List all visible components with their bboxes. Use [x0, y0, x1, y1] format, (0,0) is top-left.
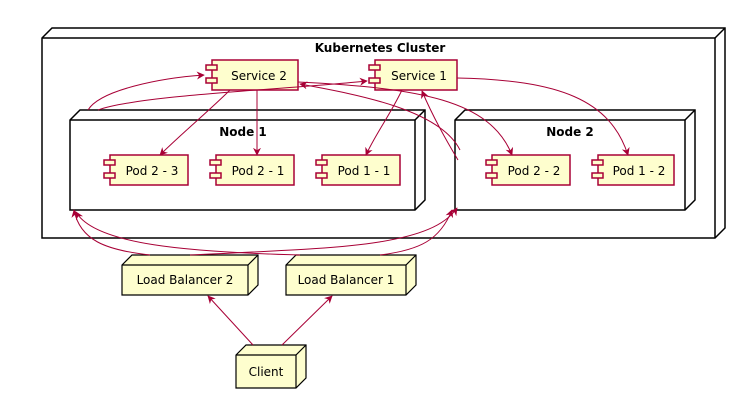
edge-node2-service1: [421, 90, 459, 161]
edge-node2-service2: [299, 81, 461, 151]
pod-2-1-label: Pod 2 - 1: [232, 164, 285, 178]
service-1-component: Service 1: [368, 59, 458, 91]
edges: [71, 71, 630, 346]
pod-2-2-label: Pod 2 - 2: [508, 164, 561, 178]
load-balancer-1-node: Load Balancer 1: [285, 254, 417, 296]
edge-service2-pod23: [159, 89, 231, 156]
edge-lb1-node1: [75, 211, 301, 256]
edge-client-lb2: [207, 295, 254, 346]
edge-service1-pod12: [456, 77, 630, 156]
service-2-label: Service 2: [231, 69, 287, 83]
load-balancer-2-label: Load Balancer 2: [137, 273, 234, 287]
load-balancer-1-label: Load Balancer 1: [298, 273, 395, 287]
pod-1-1-component: Pod 1 - 1: [315, 154, 401, 186]
pod-1-1-label: Pod 1 - 1: [338, 164, 391, 178]
node-1-title: Node 1: [219, 125, 267, 139]
load-balancer-2-node: Load Balancer 2: [121, 254, 259, 296]
pod-2-3-label: Pod 2 - 3: [126, 164, 179, 178]
pod-2-1-component: Pod 2 - 1: [209, 154, 295, 186]
cluster-title: Kubernetes Cluster: [315, 41, 446, 55]
edge-node1-service2: [87, 71, 205, 111]
edge-service2-pod22: [297, 81, 514, 156]
edge-lb1-node2: [379, 209, 454, 256]
pod-2-3-component: Pod 2 - 3: [103, 154, 189, 186]
client-label: Client: [249, 365, 284, 379]
client-node: Client: [235, 344, 307, 389]
edge-client-lb1: [281, 295, 333, 346]
pod-1-2-component: Pod 1 - 2: [591, 154, 675, 186]
edge-service1-pod11: [365, 89, 403, 156]
service-1-label: Service 1: [391, 69, 447, 83]
pod-1-2-label: Pod 1 - 2: [613, 164, 666, 178]
node-2-title: Node 2: [546, 125, 594, 139]
service-2-component: Service 2: [205, 59, 299, 91]
pod-2-2-component: Pod 2 - 2: [485, 154, 571, 186]
